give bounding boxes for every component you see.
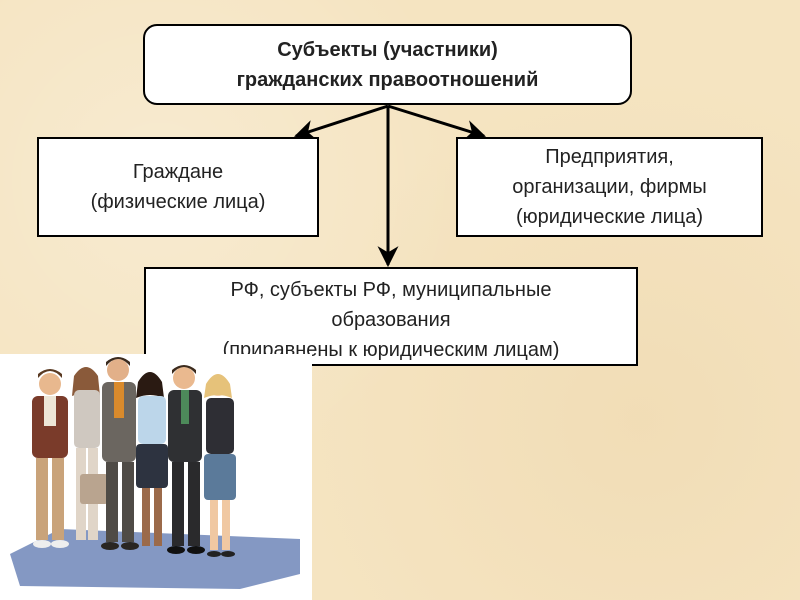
- state-entities-box: РФ, субъекты РФ, муниципальные образован…: [144, 267, 638, 366]
- person-5-figure: [167, 365, 205, 554]
- person-6-figure: [204, 374, 236, 557]
- enterprises-line2: организации, фирмы: [512, 176, 707, 198]
- citizens-line2: (физические лица): [90, 191, 266, 213]
- state-line2: образования: [331, 309, 451, 331]
- root-box-subjects: Субъекты (участники) гражданских правоот…: [143, 24, 632, 105]
- person-3-figure: [101, 357, 139, 550]
- citizens-box: Граждане (физические лица): [37, 137, 319, 237]
- people-illustration-panel: [0, 354, 312, 600]
- root-title-line2: гражданских правоотношений: [236, 68, 539, 91]
- citizens-line1: Граждане: [132, 161, 224, 183]
- person-1-figure: [32, 369, 69, 548]
- person-2-figure: [72, 367, 108, 540]
- enterprises-box: Предприятия, организации, фирмы (юридиче…: [456, 137, 763, 237]
- enterprises-line3: (юридические лица): [515, 206, 704, 228]
- person-4-figure: [136, 372, 168, 546]
- root-title-line1: Субъекты (участники): [277, 38, 498, 61]
- enterprises-line1: Предприятия,: [545, 146, 674, 168]
- state-line1: РФ, субъекты РФ, муниципальные: [230, 279, 552, 301]
- business-people-group-icon: [10, 357, 300, 589]
